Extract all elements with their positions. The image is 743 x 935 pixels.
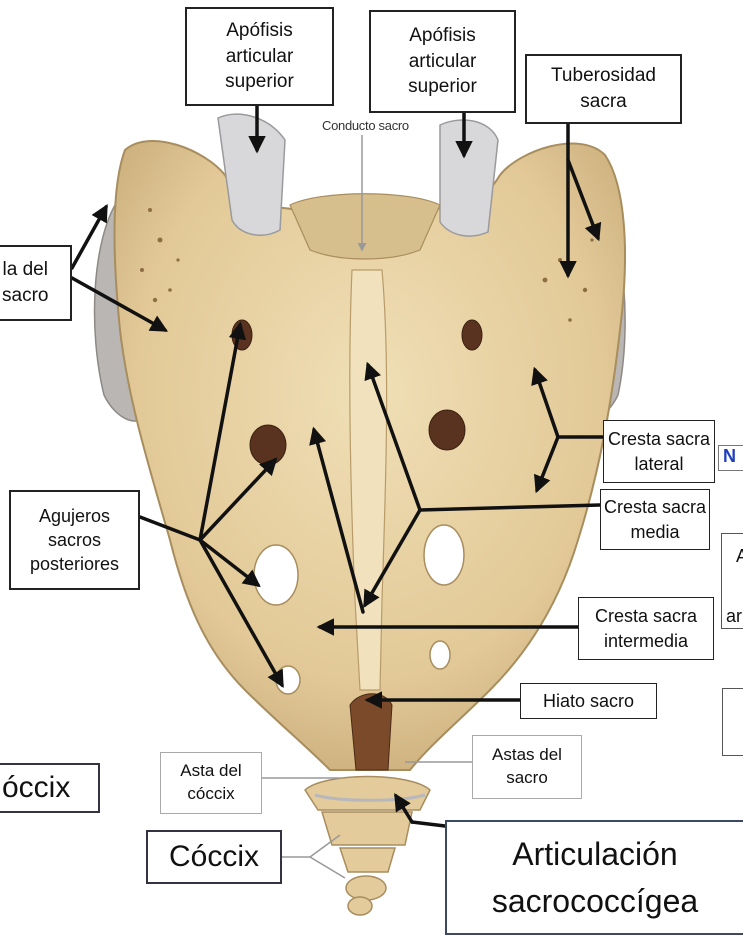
label-cresta-sacra-media: Cresta sacra media <box>600 489 710 550</box>
fragment-n-label: N <box>718 445 743 471</box>
label-astas-del-sacro: Astas del sacro <box>472 735 582 799</box>
fragment-ar-text: ar <box>726 606 742 627</box>
fragment-a-box: A ar <box>721 533 743 629</box>
label-cresta-sacra-intermedia: Cresta sacra intermedia <box>578 597 714 660</box>
label-articulacion-sacrococcigea: Articulación sacrococcígea <box>445 820 743 935</box>
label-cresta-sacra-lateral: Cresta sacra lateral <box>603 420 715 483</box>
label-tuberosidad-sacra: Tuberosidad sacra <box>525 54 682 124</box>
superior-articular-process-right <box>440 120 498 236</box>
label-agujeros-sacros-posteriores: Agujeros sacros posteriores <box>9 490 140 590</box>
fragment-a-text: A <box>736 546 743 567</box>
label-apofisis-articular-superior-right: Apófisis articular superior <box>369 10 516 113</box>
label-coccix-left: óccix <box>0 763 100 813</box>
label-ala-del-sacro: la del sacro <box>0 245 72 321</box>
label-coccix: Cóccix <box>146 830 282 884</box>
label-hiato-sacro: Hiato sacro <box>520 683 657 719</box>
label-conducto-sacro: Conducto sacro <box>322 118 409 133</box>
sacral-canal <box>290 194 440 259</box>
label-apofisis-articular-superior-left: Apófisis articular superior <box>185 7 334 106</box>
label-asta-del-coccix: Asta del cóccix <box>160 752 262 814</box>
sacral-hiatus <box>350 694 392 770</box>
fragment-empty-box <box>722 688 743 756</box>
